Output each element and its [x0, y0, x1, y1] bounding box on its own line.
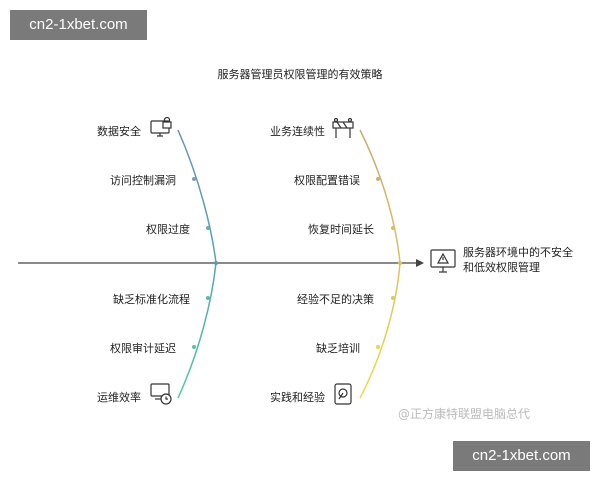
node-dot: [206, 296, 210, 300]
hard-drive-icon: [334, 383, 352, 405]
cause-label: 缺乏标准化流程: [113, 293, 190, 306]
effect-line-1: 服务器环境中的不安全: [463, 246, 573, 259]
cause-label: 运维效率: [97, 391, 141, 404]
node-dot: [206, 226, 210, 230]
spine-junction: [214, 261, 218, 265]
cause-label: 权限过度: [146, 223, 190, 236]
effect-label: 服务器环境中的不安全 和低效权限管理: [463, 245, 593, 275]
node-dot: [376, 177, 380, 181]
monitor-clock-icon: [150, 383, 172, 405]
node-dot: [391, 226, 395, 230]
cause-label: 实践和经验: [270, 391, 325, 404]
cause-label: 缺乏培训: [316, 342, 360, 355]
spine-junction: [398, 261, 402, 265]
watermark-bottom: cn2-1xbet.com: [453, 441, 590, 471]
cause-label: 经验不足的决策: [297, 293, 374, 306]
spine-arrowhead: [416, 259, 424, 267]
node-dot: [391, 296, 395, 300]
node-dot: [192, 345, 196, 349]
cause-label: 访问控制漏洞: [110, 174, 176, 187]
node-dot: [376, 345, 380, 349]
left-bone: [177, 129, 217, 399]
watermark-top: cn2-1xbet.com: [10, 10, 147, 40]
credit-watermark: @正方康特联盟电脑总代: [398, 407, 531, 421]
right-bone: [359, 129, 401, 399]
monitor-lock-icon: [150, 116, 172, 137]
cause-label: 恢复时间延长: [308, 223, 374, 236]
roadblock-icon: [332, 117, 354, 138]
monitor-warning-icon: [430, 249, 456, 273]
node-dot: [192, 177, 196, 181]
cause-label: 权限审计延迟: [110, 342, 176, 355]
cause-label: 业务连续性: [270, 125, 325, 138]
diagram-title: 服务器管理员权限管理的有效策略: [217, 68, 383, 81]
effect-line-2: 和低效权限管理: [463, 261, 540, 274]
cause-label: 权限配置错误: [294, 174, 360, 187]
cause-label: 数据安全: [97, 125, 141, 138]
